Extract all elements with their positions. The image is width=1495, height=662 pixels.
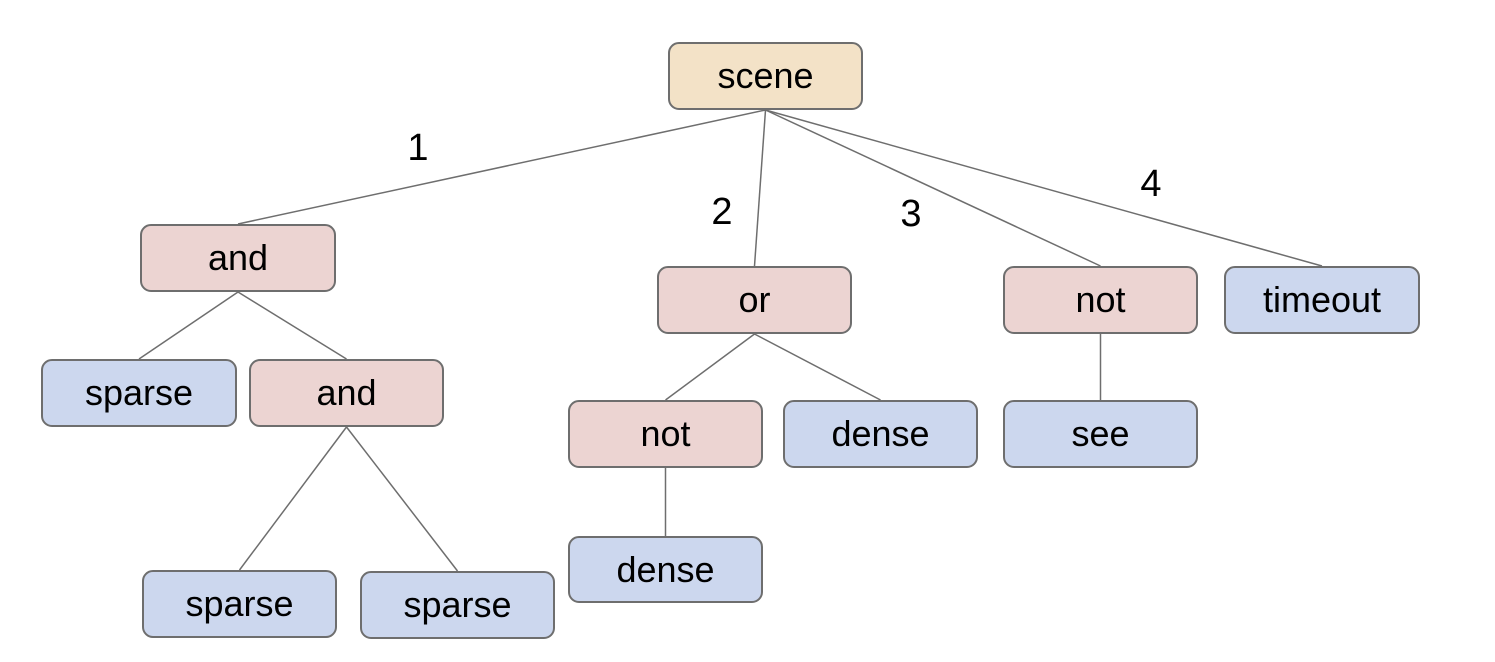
tree-node-sparse3: sparse (360, 571, 555, 639)
edge-and1-to-and2 (237, 291, 347, 360)
edge-scene-to-timeout1 (765, 109, 1323, 267)
edge-scene-to-not1 (765, 109, 1101, 267)
tree-node-and1: and (140, 224, 336, 292)
edge-label-1: 1 (407, 127, 429, 169)
tree-node-dense2: dense (568, 536, 763, 603)
edge-or1-to-not2 (665, 333, 755, 401)
node-label: sparse (185, 583, 294, 624)
edge-or1-to-dense1 (754, 333, 881, 401)
tree-node-not1: not (1003, 266, 1198, 334)
tree-node-and2: and (249, 359, 444, 427)
node-label: not (1075, 279, 1126, 320)
edge-and1-to-sparse1 (138, 291, 239, 360)
tree-node-see1: see (1003, 400, 1198, 468)
node-label: sparse (84, 372, 194, 413)
tree-node-not2: not (568, 400, 763, 468)
tree-node-scene: scene (668, 42, 863, 110)
edge-label-2: 2 (711, 191, 733, 233)
tree-node-timeout1: timeout (1224, 266, 1420, 334)
tree-node-sparse2: sparse (142, 570, 337, 638)
edge-and2-to-sparse2 (238, 426, 348, 571)
node-label: see (1071, 413, 1130, 454)
tree-node-sparse1: sparse (41, 359, 237, 427)
node-label: or (738, 279, 771, 320)
node-label: timeout (1262, 279, 1382, 320)
edge-label-3: 3 (900, 193, 922, 235)
node-label: dense (616, 548, 715, 590)
node-label: and (207, 237, 269, 278)
node-label: sparse (403, 584, 512, 625)
edge-scene-to-and1 (237, 109, 766, 225)
edge-scene-to-or1 (753, 109, 767, 267)
node-label: not (640, 413, 691, 454)
edge-label-4: 4 (1140, 163, 1162, 205)
tree-node-dense1: dense (783, 400, 978, 468)
edge-and2-to-sparse3 (345, 426, 459, 572)
node-label: and (316, 372, 377, 413)
tree-node-or1: or (657, 266, 852, 334)
node-label: dense (831, 413, 930, 454)
node-label: scene (717, 55, 814, 96)
